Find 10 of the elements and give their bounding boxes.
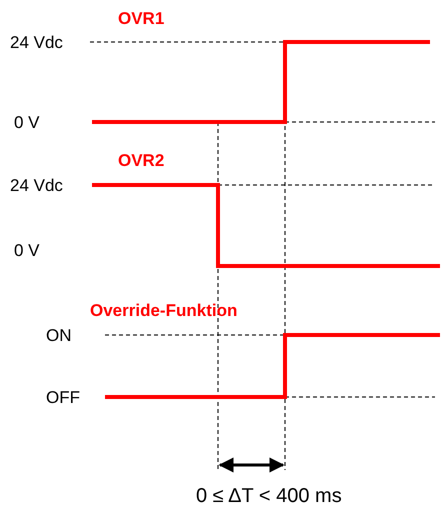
voltage-label: 0 V — [14, 242, 40, 259]
voltage-label: 24 Vdc — [10, 34, 63, 51]
timing-label: 0 ≤ ΔT < 400 ms — [196, 486, 342, 506]
state-label: ON — [46, 327, 72, 344]
signal-name: OVR2 — [118, 152, 164, 169]
signal-name: Override-Funktion — [90, 302, 238, 319]
signal-name: OVR1 — [118, 10, 164, 27]
voltage-label: 24 Vdc — [10, 177, 63, 194]
state-label: OFF — [46, 389, 80, 406]
voltage-label: 0 V — [14, 114, 40, 131]
